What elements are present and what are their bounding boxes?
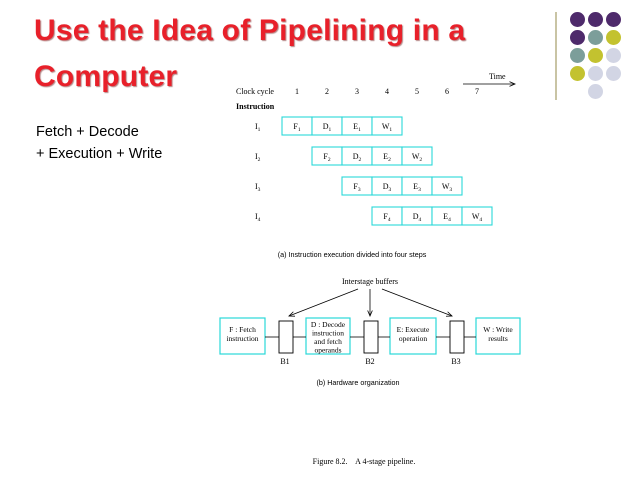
stage-cell-label: E3 (413, 182, 421, 193)
stage-cell (431, 176, 463, 196)
arrow-to-b3 (381, 288, 452, 316)
stage-cell-label: F2 (323, 152, 330, 163)
decor-dot (570, 48, 585, 63)
stage-cell-label: D1 (323, 122, 332, 133)
cycle-label: 6 (445, 87, 449, 96)
stage-execute-box (389, 317, 437, 355)
stage-fetch-box (219, 317, 266, 355)
stage-cell-label: W3 (442, 182, 453, 193)
stage-cell-label: F3 (353, 182, 360, 193)
stage-cell-label: D2 (353, 152, 362, 163)
instruction-row-label: I3 (255, 182, 261, 193)
decor-vertical-line (555, 12, 557, 100)
arrow-to-b1 (289, 288, 359, 316)
slide-title-line-2: Computer (34, 60, 178, 93)
decor-dot (588, 84, 603, 99)
stage-cell-label: D4 (413, 212, 422, 223)
buffer-b2 (363, 320, 379, 354)
cycle-label: 4 (385, 87, 389, 96)
instruction-row-label: I1 (255, 122, 261, 133)
decor-dot (606, 48, 621, 63)
cycle-label: 2 (325, 87, 329, 96)
cycle-label: 1 (295, 87, 299, 96)
slide-title-line-1: Use the Idea of Pipelining in a (34, 14, 466, 47)
stage-cell-label: D3 (383, 182, 392, 193)
decor-dot (570, 30, 585, 45)
stage-cell-label: E2 (383, 152, 391, 163)
stage-decode-box (305, 317, 351, 355)
stage-cell-label: W1 (382, 122, 393, 133)
cycle-label: 5 (415, 87, 419, 96)
stage-cell (401, 146, 433, 166)
stage-write-box (475, 317, 521, 355)
decor-dot (570, 12, 585, 27)
buffer-b3-label: B3 (451, 357, 460, 366)
buffer-b1 (278, 320, 294, 354)
decor-dot (588, 48, 603, 63)
stage-cell (461, 206, 493, 226)
instruction-row-label: I4 (255, 212, 261, 223)
caption-b: (b) Hardware organization (316, 378, 399, 387)
clock-cycle-label: Clock cycle (236, 87, 274, 96)
time-label: Time (489, 72, 506, 81)
cycle-labels: 1 2 3 4 5 6 7 (295, 87, 479, 96)
caption-a: (a) Instruction execution divided into f… (278, 250, 427, 259)
decor-dot (570, 66, 585, 81)
decor-dot (588, 12, 603, 27)
stage-cell-label: W4 (472, 212, 483, 223)
buffer-b3 (449, 320, 465, 354)
buffer-b1-label: B1 (280, 357, 289, 366)
stage-cell-label: W2 (412, 152, 423, 163)
figure-caption: Figure 8.2. A 4-stage pipeline. (313, 457, 416, 466)
decor-dot (588, 66, 603, 81)
decor-dot (606, 66, 621, 81)
buffer-b2-label: B2 (365, 357, 374, 366)
stage-cell-label: F1 (293, 122, 300, 133)
cycle-label: 3 (355, 87, 359, 96)
body-text-line-1: Fetch + Decode (36, 124, 139, 140)
body-text-line-2: + Execution + Write (36, 146, 163, 162)
stage-cell-label: E4 (443, 212, 451, 223)
stage-cell-label: E1 (353, 122, 361, 133)
instruction-label: Instruction (236, 102, 275, 111)
decor-dot (606, 12, 621, 27)
instruction-row-label: I2 (255, 152, 261, 163)
stage-cell-label: F4 (383, 212, 390, 223)
stage-cell (371, 116, 403, 136)
decor-dot (606, 30, 621, 45)
decor-dot (588, 30, 603, 45)
interstage-buffers-label: Interstage buffers (342, 277, 398, 286)
cycle-label: 7 (475, 87, 479, 96)
